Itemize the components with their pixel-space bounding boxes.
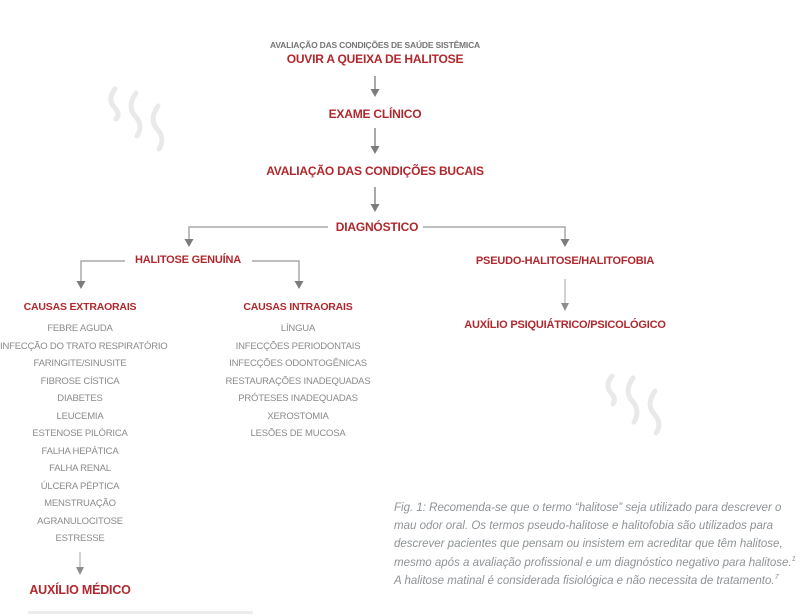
list-item: FIBROSE CÍSTICA [40, 375, 120, 387]
node-psychiatric-help: AUXÍLIO PSIQUIÁTRICO/PSICOLÓGICO [464, 319, 666, 331]
node-pseudo-halitosis: PSEUDO-HALITOSE/HALITOFOBIA [475, 255, 655, 267]
list-item: RESTAURAÇÕES INADEQUADAS [225, 375, 371, 387]
list-item: FARINGITE/SINUSITE [33, 358, 127, 369]
list-item: ESTENOSE PILÓRICA [32, 428, 128, 439]
list-item: FEBRE AGUDA [47, 323, 113, 334]
extraoral-causes-list: FEBRE AGUDA INFECÇÃO DO TRATO RESPIRATÓR… [0, 320, 168, 548]
caption-text: A halitose matinal é considerada fisioló… [394, 574, 775, 587]
arrow-exam-to-oral [370, 128, 380, 154]
list-item: LEUCEMIA [56, 410, 104, 422]
list-item: INFECÇÕES ODONTOGÊNICAS [229, 358, 367, 369]
node-intraoral-title: CAUSAS INTRAORAIS [243, 301, 353, 313]
node-diagnosis: DIAGNÓSTICO [335, 220, 419, 234]
caption-reference-2: 7 [774, 571, 779, 581]
node-medical-help: AUXÍLIO MÉDICO [29, 583, 131, 597]
connector-genuine-to-intraoral [252, 260, 304, 289]
odor-waves-right-icon [605, 373, 662, 436]
arrow-oral-to-diagnosis [370, 187, 380, 212]
odor-waves-left-icon [108, 86, 165, 152]
connector-diagnosis-to-pseudo [423, 226, 570, 247]
list-item: INFECÇÃO DO TRATO RESPIRATÓRIO [0, 340, 168, 352]
node-listen-complaint: OUVIR A QUEIXA DE HALITOSE [286, 52, 464, 66]
list-item: LÍNGUA [280, 323, 316, 334]
arrow-complaint-to-exam [370, 76, 380, 97]
list-item: LESÕES DE MUCOSA [250, 428, 346, 439]
arrow-extraoral-to-medical [76, 552, 84, 575]
node-extraoral-title: CAUSAS EXTRAORAIS [23, 301, 137, 313]
list-item: FALHA HEPÁTICA [41, 445, 119, 457]
node-clinical-exam: EXAME CLÍNICO [328, 107, 422, 121]
list-item: AGRANULOCITOSE [37, 515, 123, 527]
list-item: MENSTRUAÇÃO [44, 498, 116, 509]
list-item: PRÓTESES INADEQUADAS [238, 393, 358, 404]
list-item: XEROSTOMIA [267, 410, 329, 422]
node-genuine-halitosis: HALITOSE GENUÍNA [135, 254, 241, 266]
node-systemic-assessment: AVALIAÇÃO DAS CONDIÇÕES DE SAÚDE SISTÊMI… [270, 40, 480, 50]
caption-text: Fig. 1: Recomenda-se que o termo “halito… [394, 502, 792, 569]
cropped-bottom-divider [28, 611, 253, 614]
caption-reference-1: 1 [791, 553, 796, 563]
arrow-pseudo-to-psychiatric [561, 279, 569, 311]
figure-caption: Fig. 1: Recomenda-se que o termo “halito… [394, 499, 798, 590]
node-oral-assessment: AVALIAÇÃO DAS CONDIÇÕES BUCAIS [266, 164, 484, 178]
connector-diagnosis-to-genuine [184, 226, 328, 247]
list-item: ÚLCERA PÉPTICA [40, 480, 120, 492]
list-item: DIABETES [57, 393, 103, 404]
connector-genuine-to-extraoral [76, 260, 125, 289]
list-item: ESTRESSE [55, 533, 105, 544]
intraoral-causes-list: LÍNGUA INFECÇÕES PERIODONTAIS INFECÇÕES … [218, 320, 378, 443]
list-item: FALHA RENAL [49, 463, 111, 474]
list-item: INFECÇÕES PERIODONTAIS [235, 340, 361, 352]
